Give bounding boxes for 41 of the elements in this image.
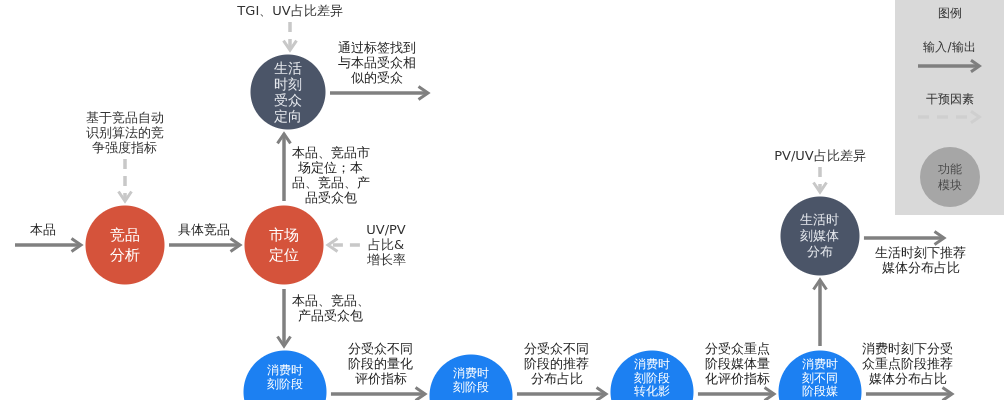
- dashed-arrow: [117, 159, 133, 203]
- edge-label: 具体竞品: [178, 222, 230, 237]
- circle-label: 市场定位: [268, 225, 300, 265]
- arrow: [812, 278, 828, 346]
- circle-label: 消费时刻阶段: [266, 364, 304, 391]
- circle-label: 消费时刻阶段: [452, 367, 490, 394]
- edge-label: 本品、竞品市场定位；本品、竞品、产品受众包: [291, 145, 371, 205]
- circle-label: 生活时刻受众定向: [273, 60, 303, 124]
- arrow: [865, 386, 954, 400]
- arrow: [15, 237, 83, 253]
- arrow: [697, 386, 776, 400]
- circle-label: 消费时刻不同阶段媒: [801, 358, 839, 399]
- arrow: [276, 289, 292, 348]
- legend-label: 输入/输出: [923, 40, 976, 55]
- edge-label: 分受众重点阶段媒体量化评价指标: [704, 341, 772, 386]
- dashed-arrow: [326, 237, 360, 253]
- arrow: [276, 132, 292, 201]
- arrow: [330, 85, 430, 101]
- dashed-arrow: [812, 167, 828, 194]
- edge-label: 本品: [30, 222, 56, 237]
- factor-label: 基于竞品自动识别算法的竞争强度指标: [85, 110, 165, 155]
- factor-label: PV/UV占比差异: [774, 148, 866, 163]
- factor-label: TGI、UV占比差异: [237, 3, 343, 18]
- arrow: [516, 386, 608, 400]
- legend-label: 干预因素: [925, 92, 974, 107]
- edge-label: 消费时刻下分受众重点阶段推荐媒体分布占比: [861, 341, 955, 386]
- circle-label: 竞品分析: [109, 225, 141, 265]
- legend-title: 图例: [937, 6, 962, 21]
- arrow: [330, 386, 427, 400]
- legend-label: 功能模块: [936, 161, 963, 193]
- circle-label: 生活时刻媒体分布: [799, 212, 841, 260]
- edge-label: 本品、竞品、产品受众包: [291, 293, 371, 323]
- arrow: [169, 237, 242, 253]
- edge-label: 生活时刻下推荐媒体分布占比: [874, 245, 968, 275]
- dashed-arrow: [282, 22, 298, 52]
- circle-label: 消费时刻阶段转化影: [633, 358, 671, 399]
- edge-label: 分受众不同阶段的量化评价指标: [347, 341, 415, 386]
- edge-label: 通过标签找到与本品受众相似的受众: [337, 40, 417, 85]
- factor-label: UV/PV占比&增长率: [363, 222, 409, 267]
- edge-label: 分受众不同阶段的推荐分布占比: [523, 341, 591, 386]
- arrow: [863, 230, 946, 246]
